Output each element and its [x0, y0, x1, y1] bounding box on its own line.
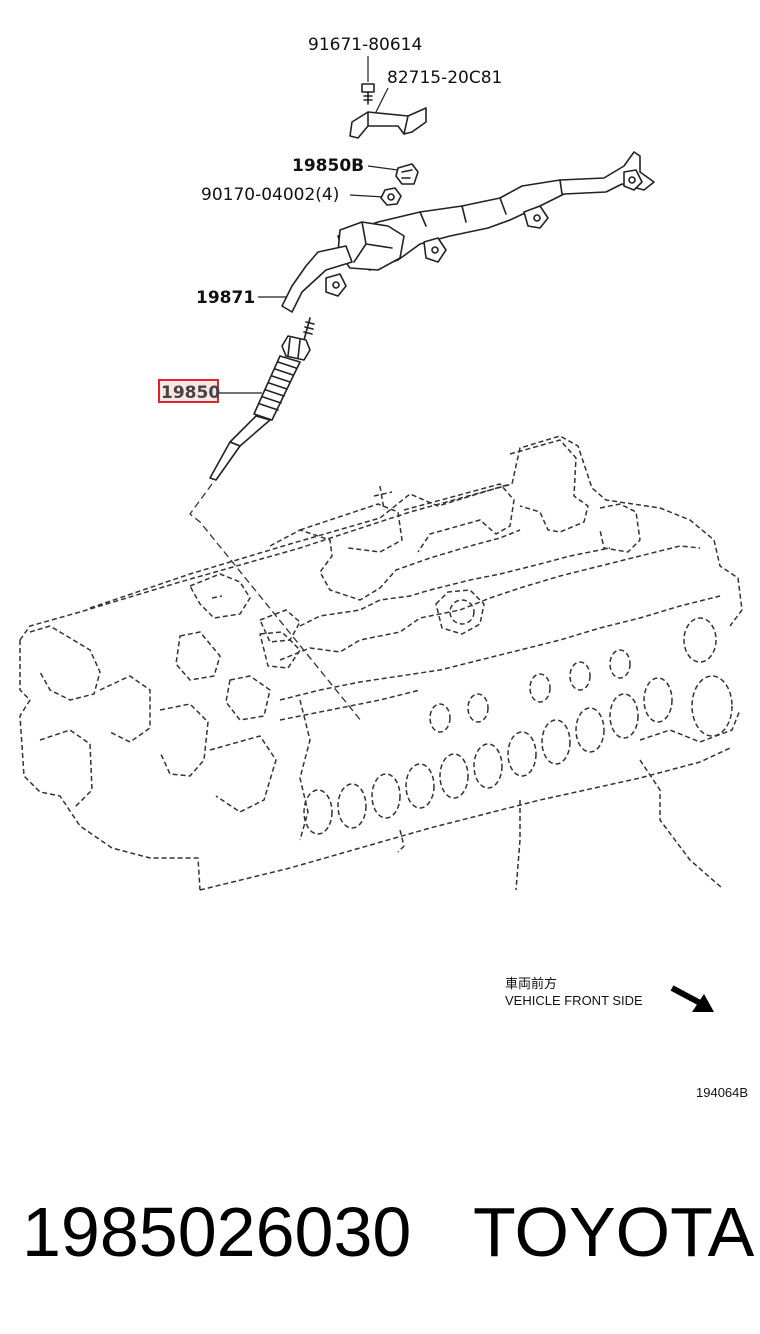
figure-code: 194064B [696, 1085, 748, 1100]
callout-nut[interactable]: 90170-04002(4) [201, 185, 339, 205]
leader-connector [367, 165, 399, 171]
direction-note-japanese: 車両前方 [505, 976, 557, 991]
callout-bracket[interactable]: 82715-20C81 [387, 68, 502, 88]
direction-note-english: VEHICLE FRONT SIDE [505, 993, 643, 1008]
footer-part-number: 1985026030 [22, 1193, 411, 1271]
leader-nut [349, 194, 385, 198]
callout-wire[interactable]: 19871 [196, 288, 255, 308]
callout-connector[interactable]: 19850B [292, 156, 364, 176]
connector-icon [395, 163, 419, 185]
bracket-icon [349, 107, 427, 139]
vehicle-front-arrow-icon [670, 985, 714, 1012]
callout-bolt[interactable]: 91671-80614 [308, 35, 422, 55]
nut-icon [380, 187, 402, 206]
wire-harness-icon [281, 151, 655, 313]
callout-glow-plug[interactable]: 19850 [161, 383, 220, 403]
engine-cylinder-head [19, 435, 743, 891]
glow-plug-highlight-box [158, 379, 219, 403]
installation-line [189, 483, 363, 723]
footer-brand: TOYOTA [473, 1193, 755, 1271]
bolt-icon [361, 83, 375, 105]
glow-plug-icon [209, 317, 315, 481]
